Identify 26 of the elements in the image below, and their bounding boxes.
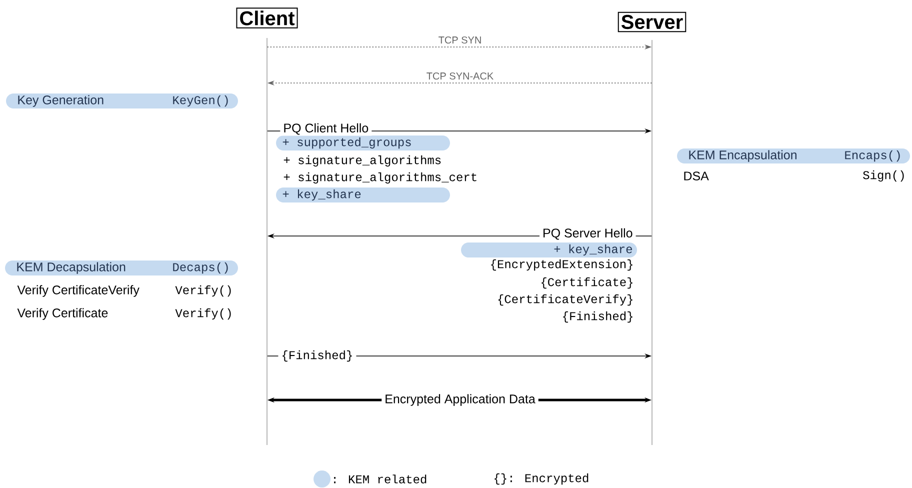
edge-label: TCP SYN [438,36,481,44]
participant-box: Client [236,8,298,28]
text-label: {Finished} [563,311,632,323]
text-label: DSA [684,172,709,180]
text-label: {}: Encrypted [494,473,588,485]
highlight-pill: KEM Decapsulation Decaps() [5,260,238,276]
text-label: Verify() [175,308,231,320]
edge-label: PQ Server Hello [540,227,636,241]
highlight-pill: + key_share [276,188,450,202]
text-label: + signature_algorithms [284,155,441,167]
legend-text: : KEM related [334,474,426,484]
highlight-pill: KEM Encapsulation Encaps() [677,148,910,164]
highlight-pill: + supported_groups [276,136,450,150]
highlight-pill: Key Generation KeyGen() [6,94,238,108]
text-label: {Certificate} [542,277,632,289]
text-label: {EncryptedExtension} [491,259,632,271]
text-label: Verify() [175,285,231,297]
highlight-pill: + key_share [461,242,637,258]
text-label: Verify Certificate [17,308,108,320]
edge-label: {Finished} [278,349,356,363]
participant-box: Server [618,12,686,32]
edge-label: Encrypted Application Data [382,393,538,407]
text-label: + signature_algorithms_cert [284,172,476,184]
edge-label: TCP SYN-ACK [426,72,494,80]
edge-label: PQ Client Hello [280,122,372,136]
text-label: {CertificateVerify} [498,294,632,306]
